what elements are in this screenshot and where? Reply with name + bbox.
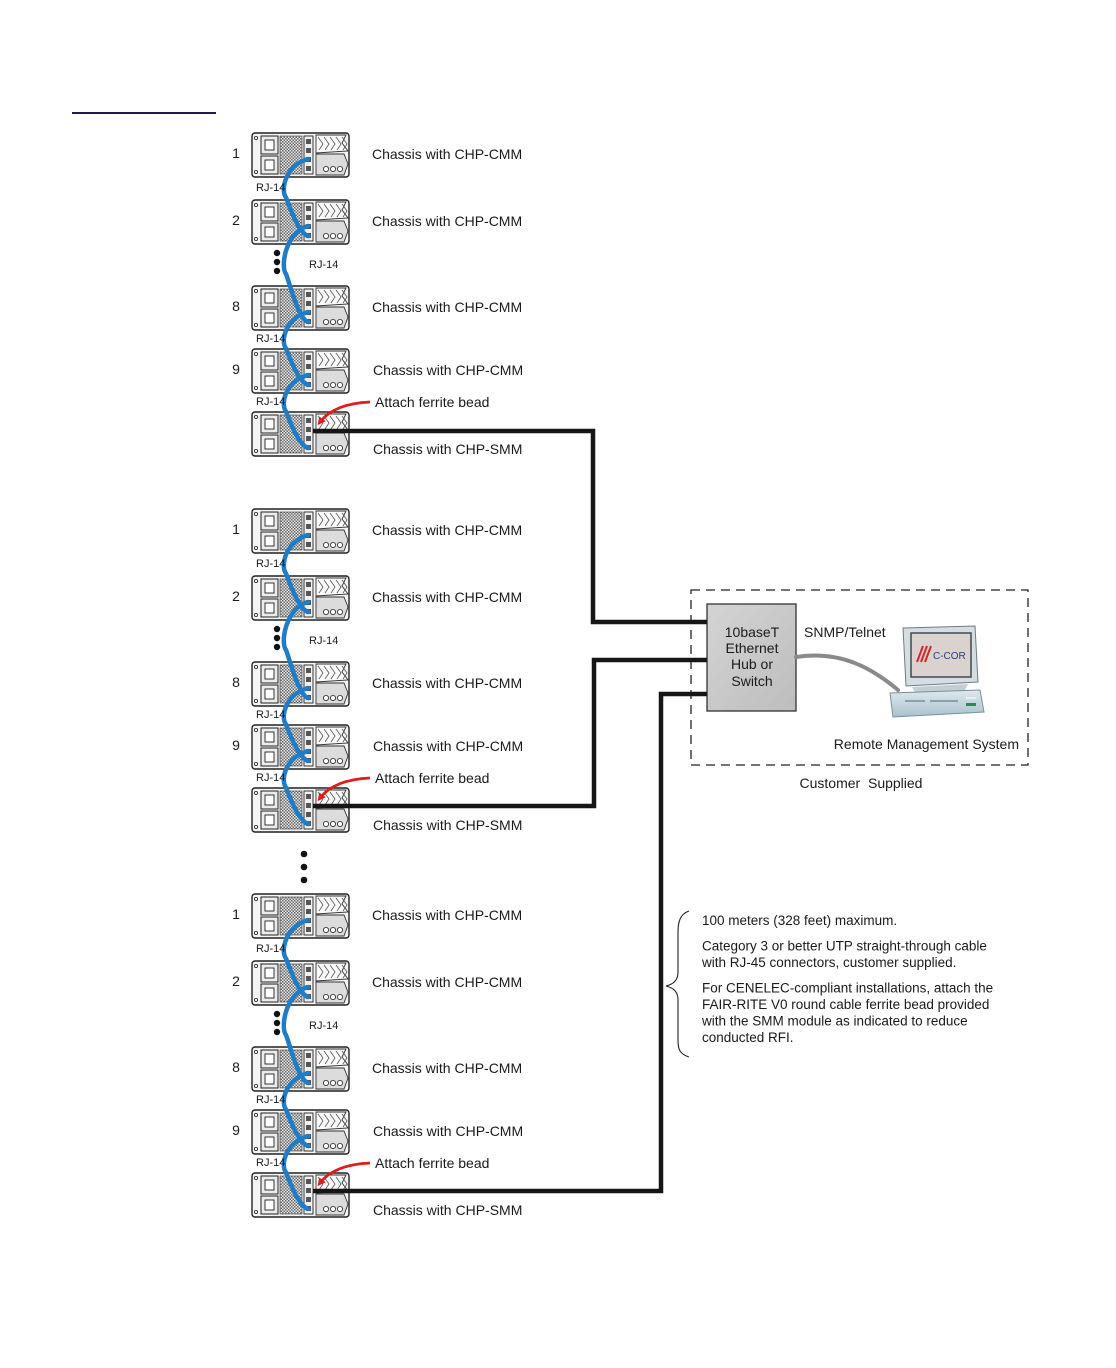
daisy-chain-cable — [281, 223, 311, 325]
connector-label: RJ-14 — [256, 558, 285, 570]
daisy-chain-cable — [281, 1133, 311, 1212]
ethernet-cables — [313, 428, 707, 1194]
ellipsis-icon — [273, 1010, 281, 1036]
customer-supplied-label: Customer Supplied — [800, 775, 923, 791]
chassis-label: Chassis with CHP-SMM — [373, 1202, 522, 1218]
connector-label: RJ-14 — [256, 1094, 285, 1106]
chassis-label: Chassis with CHP-SMM — [373, 817, 522, 833]
chassis-label: Chassis with CHP-CMM — [372, 522, 522, 538]
chassis-number: 9 — [232, 737, 240, 753]
ethernet-cable-1 — [313, 428, 707, 625]
smm-chassis-icon — [251, 411, 350, 457]
computer-icon: C-COR — [889, 625, 985, 718]
chassis-label: Chassis with CHP-CMM — [372, 589, 522, 605]
snmp-cable — [794, 653, 900, 692]
cmm-chassis-icon — [251, 508, 350, 554]
smm-chassis-icon — [251, 787, 350, 833]
cmm-chassis-icon — [251, 893, 350, 939]
connector-label: RJ-14 — [256, 943, 285, 955]
cmm-chassis-icon — [251, 960, 350, 1006]
chassis-number: 9 — [232, 1122, 240, 1138]
note-line: with RJ-45 connectors, customer supplied… — [701, 955, 956, 970]
notes-brace-icon — [665, 910, 690, 1058]
connector-label: RJ-14 — [256, 182, 285, 194]
hub-label-line-2: Ethernet — [726, 640, 779, 656]
connector-label: RJ-14 — [256, 396, 285, 408]
hub-label-line-3: Hub or — [731, 656, 773, 672]
ferrite-arrow-icon — [317, 400, 371, 426]
connector-label: RJ-14 — [256, 333, 285, 345]
chassis-number: 8 — [232, 1059, 240, 1075]
connector-label: RJ-14 — [256, 709, 285, 721]
chassis-label: Chassis with CHP-CMM — [372, 1060, 522, 1076]
daisy-chain-cable — [281, 748, 311, 827]
hub-label-line-4: Switch — [731, 673, 772, 689]
chassis-label: Chassis with CHP-CMM — [372, 299, 522, 315]
connector-label: RJ-14 — [309, 259, 338, 271]
chassis-number: 2 — [232, 588, 240, 604]
connector-label: RJ-14 — [309, 1020, 338, 1032]
daisy-chain-cable — [281, 984, 311, 1086]
chassis-label: Chassis with CHP-CMM — [372, 675, 522, 691]
protocol-label: SNMP/Telnet — [804, 624, 886, 640]
chassis-number: 1 — [232, 145, 240, 161]
chassis-number: 2 — [232, 212, 240, 228]
cmm-chassis-icon — [251, 348, 350, 394]
chassis-label: Chassis with CHP-SMM — [373, 441, 522, 457]
cmm-chassis-icon — [251, 724, 350, 770]
chassis-number: 1 — [232, 521, 240, 537]
ferrite-label: Attach ferrite bead — [375, 1155, 489, 1171]
note-line: with the SMM module as indicated to redu… — [701, 1014, 968, 1029]
ferrite-arrow-icon — [317, 776, 371, 802]
chassis-number: 2 — [232, 973, 240, 989]
ethernet-cable-2 — [313, 657, 707, 809]
daisy-chain-cable — [281, 599, 311, 701]
chassis-label: Chassis with CHP-CMM — [372, 974, 522, 990]
more-groups-ellipsis-icon — [300, 850, 308, 884]
chassis-number: 1 — [232, 906, 240, 922]
note-line: FAIR-RITE V0 round cable ferrite bead pr… — [702, 997, 989, 1012]
chassis-number: 8 — [232, 298, 240, 314]
chassis-label: Chassis with CHP-CMM — [372, 907, 522, 923]
cmm-chassis-icon — [251, 575, 350, 621]
ferrite-label: Attach ferrite bead — [375, 394, 489, 410]
ferrite-arrow-icon — [317, 1161, 371, 1187]
ferrite-label: Attach ferrite bead — [375, 770, 489, 786]
ethernet-cable-3 — [313, 691, 707, 1194]
hub-label-line-1: 10baseT — [725, 624, 780, 640]
note-line: 100 meters (328 feet) maximum. — [702, 913, 897, 928]
customer-supplied-boundary — [690, 589, 1029, 766]
chassis-number: 8 — [232, 674, 240, 690]
note-line: conducted RFI. — [702, 1030, 794, 1045]
ellipsis-icon — [273, 625, 281, 651]
connector-label: RJ-14 — [256, 1157, 285, 1169]
ellipsis-icon — [273, 249, 281, 275]
note-line: Category 3 or better UTP straight-throug… — [702, 939, 987, 954]
cmm-chassis-icon — [251, 199, 350, 245]
ethernet-hub: 10baseT Ethernet Hub or Switch — [706, 603, 797, 712]
connector-label: RJ-14 — [256, 772, 285, 784]
note-line: For CENELEC-compliant installations, att… — [702, 981, 993, 996]
daisy-chain-cable — [281, 372, 311, 451]
cable-notes: 100 meters (328 feet) maximum. Category 3… — [701, 913, 993, 1045]
chassis-label: Chassis with CHP-CMM — [372, 146, 522, 162]
cmm-chassis-icon — [251, 1109, 350, 1155]
chassis-label: Chassis with CHP-CMM — [373, 1123, 523, 1139]
cmm-chassis-icon — [251, 132, 350, 178]
chassis-label: Chassis with CHP-CMM — [373, 738, 523, 754]
remote-management-label: Remote Management System — [834, 736, 1019, 752]
chassis-label: Chassis with CHP-CMM — [373, 362, 523, 378]
c-cor-logo-icon: C-COR — [916, 645, 966, 663]
connector-label: RJ-14 — [309, 635, 338, 647]
chassis-label: Chassis with CHP-CMM — [372, 213, 522, 229]
smm-chassis-icon — [251, 1172, 350, 1218]
chassis-number: 9 — [232, 361, 240, 377]
logo-text: C-COR — [933, 651, 966, 662]
